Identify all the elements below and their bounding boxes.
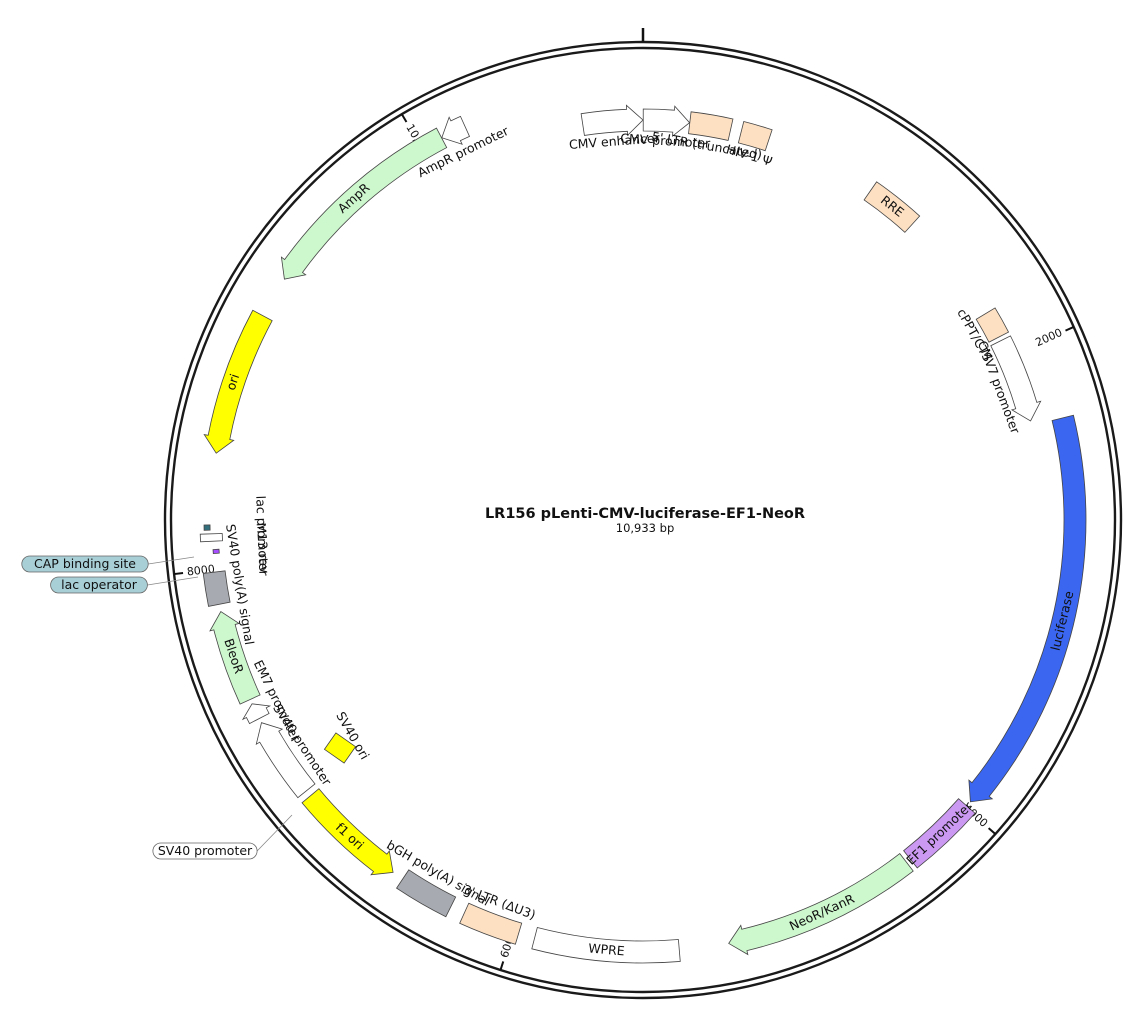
tick-mark: [499, 961, 505, 971]
sv40prom-arc[interactable]: [255, 722, 316, 799]
feature-ori[interactable]: ori: [203, 309, 273, 454]
tick-label: 2000: [1033, 326, 1064, 349]
sv40pa-arc[interactable]: [202, 570, 231, 607]
feature-hiv-psi[interactable]: HIV-1 Ψ: [725, 121, 775, 169]
ltr5-arc[interactable]: [688, 111, 734, 141]
feature-rre[interactable]: RRE: [863, 181, 921, 233]
bgh-arc[interactable]: [396, 869, 457, 918]
sv40prom-callout-label: SV40 promoter: [158, 843, 253, 858]
feature-cmv-enhancer[interactable]: CMV enhancer: [568, 104, 661, 152]
cmv-promoter-arc[interactable]: [642, 105, 691, 138]
sv40-ori-box[interactable]: [323, 732, 357, 764]
feature-ef1[interactable]: EF1 promoter: [903, 798, 976, 869]
feature-neor[interactable]: NeoR/KanR: [728, 853, 914, 956]
cmv-enhancer-label: CMV enhancer: [568, 130, 661, 152]
cap-callout-label: CAP binding site: [34, 556, 136, 571]
feature-m13[interactable]: [212, 548, 220, 555]
feature-sv40prom[interactable]: SV40 promoter: [255, 701, 335, 799]
feature-ampr[interactable]: AmpR: [280, 127, 448, 280]
lacop-callout[interactable]: lac operator: [50, 576, 199, 594]
lacop-callout-leader: [147, 576, 199, 586]
tick-mark: [987, 827, 997, 835]
tick-mark: [1065, 326, 1075, 332]
hiv-psi-arc[interactable]: [737, 121, 773, 152]
feature-bgh[interactable]: bGH poly(A) signal: [384, 837, 493, 918]
feature-wpre[interactable]: WPRE: [531, 927, 681, 964]
m13-label: M13 rev: [254, 522, 273, 574]
cmv-promoter-label: CMV promoter: [620, 131, 712, 151]
ori-label: ori: [223, 372, 242, 392]
cmv-enhancer-arc[interactable]: [580, 104, 644, 137]
wpre-label: WPRE: [588, 940, 626, 958]
ori-arc[interactable]: [203, 309, 273, 454]
ef1-label: EF1 promoter: [903, 798, 976, 868]
ef1-arc[interactable]: [903, 798, 976, 869]
cap-callout[interactable]: CAP binding site: [21, 555, 195, 573]
cap-arc[interactable]: [203, 524, 211, 531]
ampr-arc[interactable]: [280, 127, 448, 280]
em7-arc[interactable]: [241, 703, 272, 725]
feature-cap[interactable]: [203, 524, 211, 531]
backbone-inner-circle: [169, 46, 1117, 994]
ampr-prom-arc[interactable]: [441, 115, 471, 145]
lacop-callout-label: lac operator: [61, 577, 138, 592]
feature-f1ori[interactable]: f1 ori: [301, 788, 394, 876]
tick-2000: 2000: [1033, 326, 1075, 349]
tick-mark: [401, 113, 408, 123]
wpre-arc[interactable]: [531, 927, 681, 964]
luciferase-arc[interactable]: [968, 414, 1087, 803]
sv40prom-callout-bubble[interactable]: [152, 842, 258, 860]
cppt-arc[interactable]: [975, 307, 1010, 343]
feature-cmv-promoter[interactable]: CMV promoter: [620, 105, 712, 151]
m13-arc[interactable]: [212, 548, 220, 555]
sv40prom-callout-leader: [256, 814, 293, 852]
lacprom-arc[interactable]: [199, 533, 223, 543]
f1ori-arc[interactable]: [301, 788, 394, 876]
cmv7-arc[interactable]: [990, 335, 1042, 422]
lacop-callout-bubble[interactable]: [50, 576, 148, 594]
rre-arc[interactable]: [863, 181, 921, 233]
cap-callout-leader: [148, 556, 195, 565]
neor-arc[interactable]: [728, 853, 914, 956]
plasmid-name: LR156 pLenti-CMV-luciferase-EF1-NeoR: [485, 506, 805, 522]
ltr3-arc[interactable]: [459, 902, 523, 945]
lacprom-label: lac promoter: [253, 495, 271, 576]
plasmid-title-block: LR156 pLenti-CMV-luciferase-EF1-NeoR 10,…: [485, 506, 805, 535]
sv40-ori-feature[interactable]: [323, 732, 357, 764]
bleor-arc[interactable]: [209, 611, 261, 705]
feature-luciferase[interactable]: luciferase: [968, 414, 1087, 803]
plasmid-size: 10,933 bp: [616, 521, 675, 535]
cap-callout-bubble[interactable]: [21, 555, 149, 573]
feature-lacprom[interactable]: [199, 533, 223, 543]
feature-cmv7[interactable]: CMV7 promoter: [975, 335, 1042, 437]
tick-mark: [173, 572, 184, 576]
sv40prom-callout[interactable]: SV40 promoter: [152, 814, 293, 860]
